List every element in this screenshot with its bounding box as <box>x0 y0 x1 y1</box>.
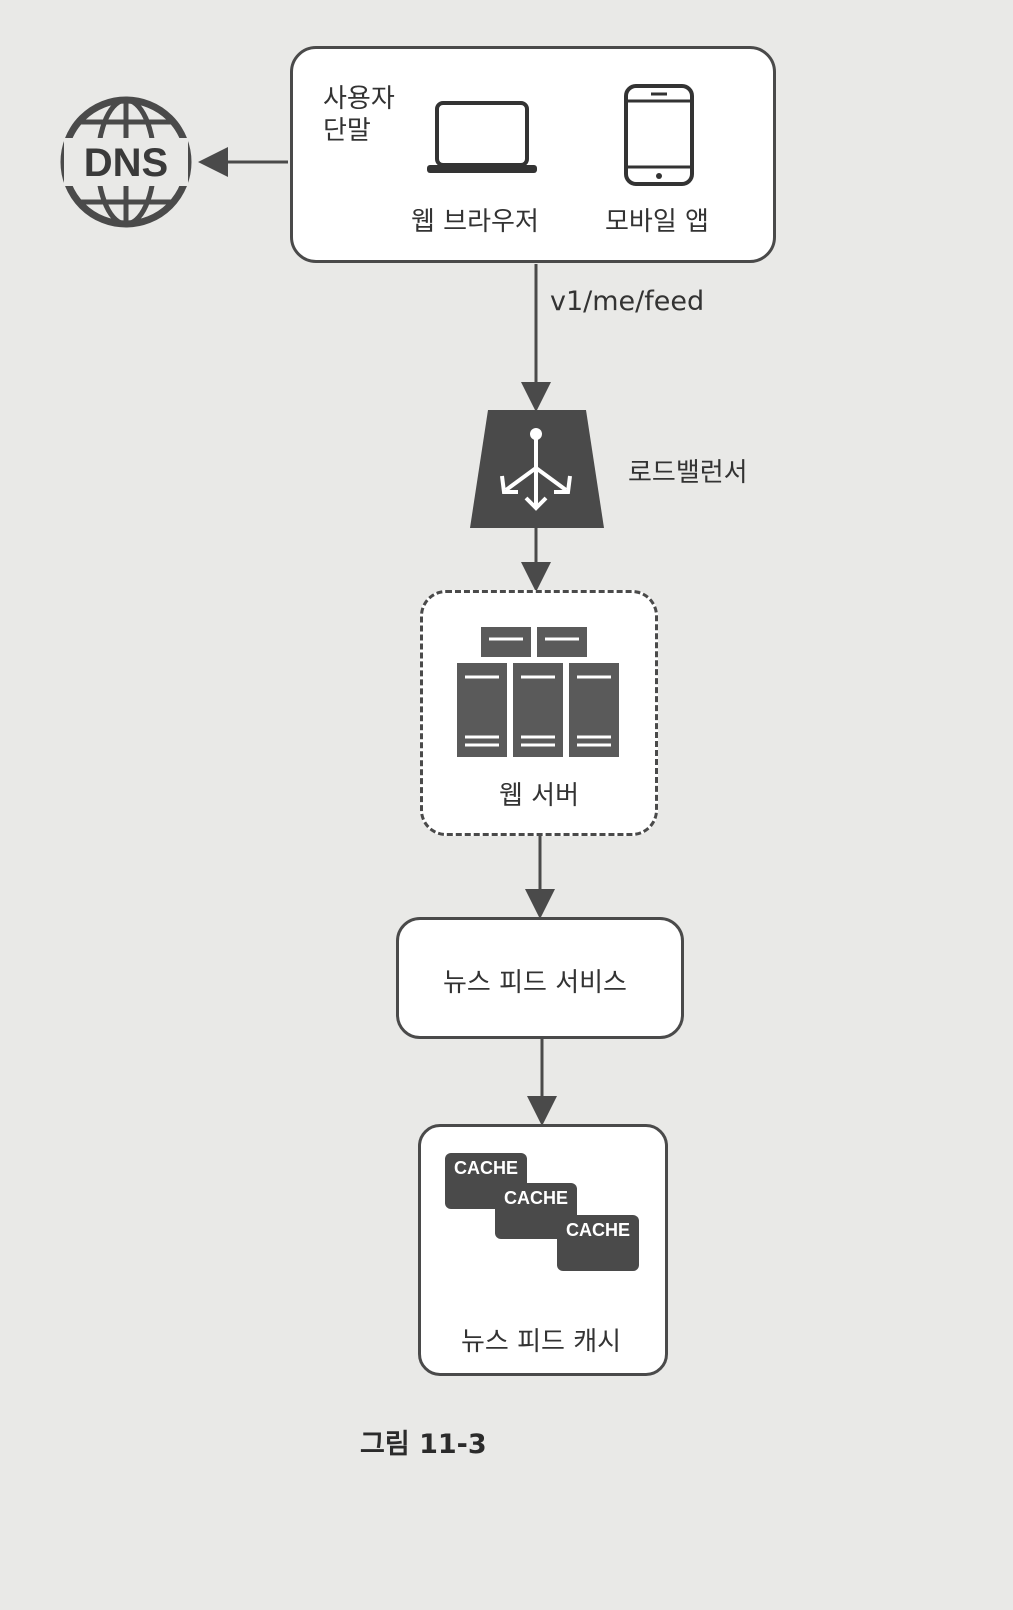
news-feed-cache-box: CACHE CACHE CACHE 뉴스 피드 캐시 <box>418 1124 668 1376</box>
dns-globe-icon: DNS <box>60 96 192 228</box>
news-feed-cache-label: 뉴스 피드 캐시 <box>461 1327 622 1357</box>
laptop-icon <box>427 101 537 173</box>
web-server-box: 웹 서버 <box>420 590 658 836</box>
load-balancer-label: 로드밸런서 <box>628 458 748 488</box>
cache-item-2: CACHE <box>495 1183 577 1239</box>
mobile-phone-icon <box>624 84 694 186</box>
dns-label: DNS <box>84 141 168 185</box>
mobile-app-label: 모바일 앱 <box>605 207 709 237</box>
news-feed-service-label: 뉴스 피드 서비스 <box>443 968 627 998</box>
news-feed-service-box: 뉴스 피드 서비스 <box>396 917 684 1039</box>
request-path-label: v1/me/feed <box>550 286 705 317</box>
server-rack-icon <box>457 627 619 757</box>
load-balancer-icon <box>470 410 604 528</box>
client-devices-box: 사용자 단말 웹 브라우저 모바일 앱 <box>290 46 776 263</box>
client-title: 사용자 단말 <box>323 84 395 146</box>
web-browser-label: 웹 브라우저 <box>411 207 539 237</box>
figure-caption: 그림 11-3 <box>360 1429 487 1460</box>
web-server-label: 웹 서버 <box>499 781 580 811</box>
cache-item-3: CACHE <box>557 1215 639 1271</box>
